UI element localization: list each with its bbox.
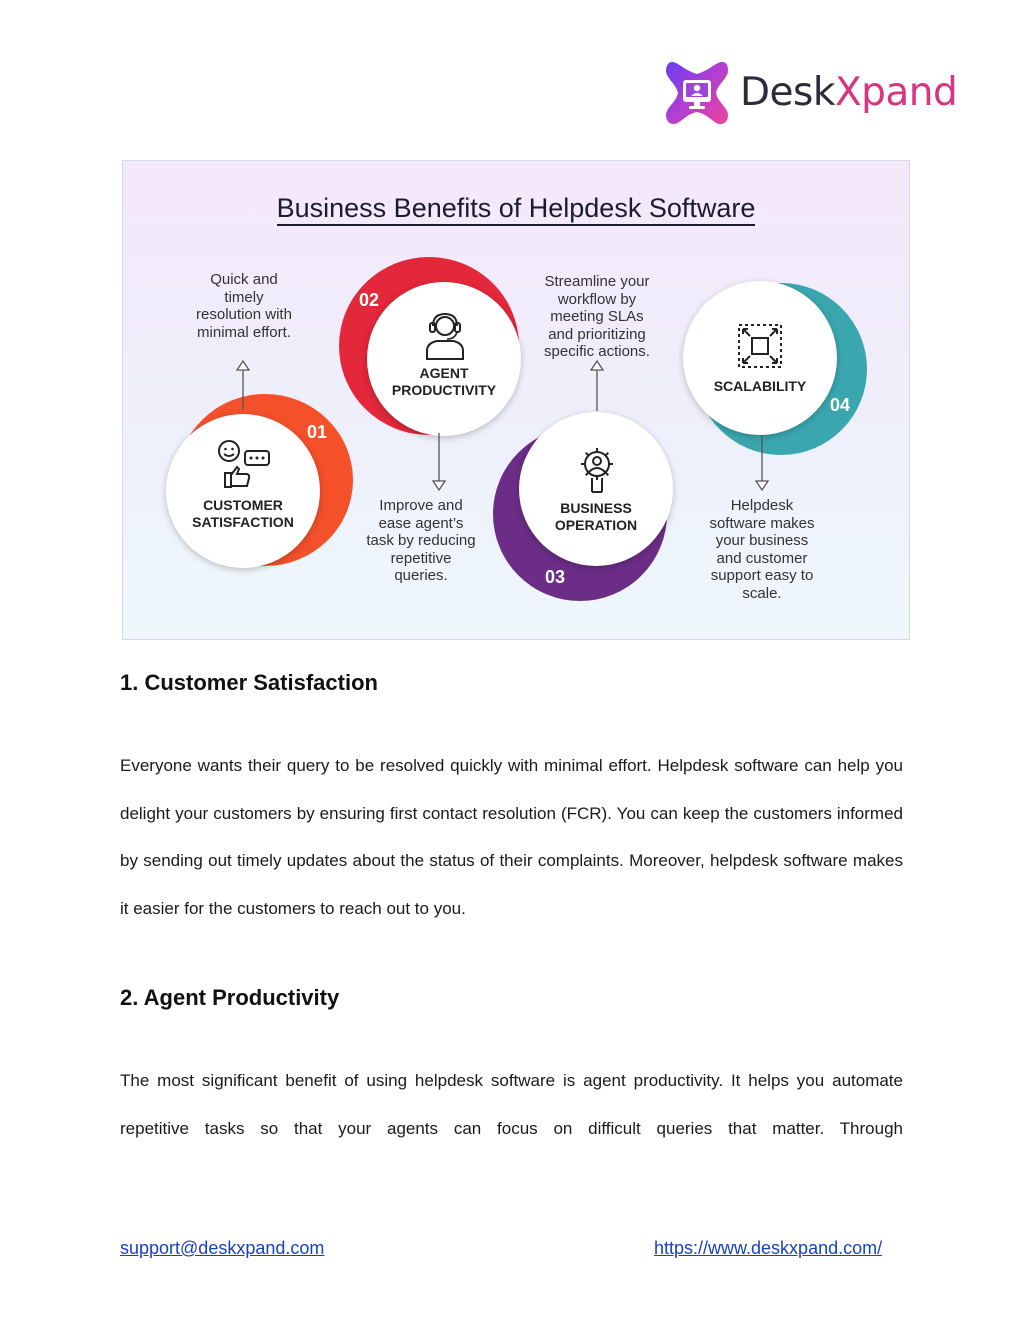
scale-expand-icon bbox=[738, 324, 782, 368]
number-01: 01 bbox=[307, 422, 328, 442]
circle-business-operation bbox=[519, 412, 673, 566]
heading-customer-satisfaction: 1. Customer Satisfaction bbox=[120, 670, 378, 695]
arrow-up-03 bbox=[589, 359, 605, 411]
circle-scalability bbox=[683, 281, 837, 435]
deskxpand-wordmark: DeskXpand bbox=[740, 70, 958, 115]
circle-customer-satisfaction bbox=[166, 414, 320, 568]
customer-feedback-icon bbox=[218, 440, 270, 488]
agent-headset-icon bbox=[426, 312, 464, 360]
support-email-link[interactable]: support@deskxpand.com bbox=[120, 1238, 325, 1258]
number-04: 04 bbox=[830, 395, 851, 415]
arrow-up-01 bbox=[235, 359, 251, 409]
deskxpand-logo-icon bbox=[666, 62, 728, 124]
website-link[interactable]: https://www.deskxpand.com/ bbox=[654, 1238, 883, 1258]
heading-agent-productivity: 2. Agent Productivity bbox=[120, 985, 340, 1010]
benefits-infographic: Business Benefits of Helpdesk Software 0… bbox=[122, 160, 910, 640]
label-scalability: SCALABILITY bbox=[713, 378, 807, 394]
number-03: 03 bbox=[545, 567, 566, 587]
infographic-title: Business Benefits of Helpdesk Software bbox=[123, 193, 909, 226]
paragraph-agent-productivity: The most significant benefit of using he… bbox=[120, 1071, 903, 1138]
gear-person-icon bbox=[581, 448, 613, 493]
arrow-down-04 bbox=[754, 435, 770, 492]
arrow-down-02 bbox=[431, 433, 447, 492]
paragraph-customer-satisfaction: Everyone wants their query to be resolve… bbox=[120, 756, 903, 919]
deskxpand-logo: DeskXpand bbox=[664, 60, 958, 130]
number-02: 02 bbox=[359, 290, 380, 310]
